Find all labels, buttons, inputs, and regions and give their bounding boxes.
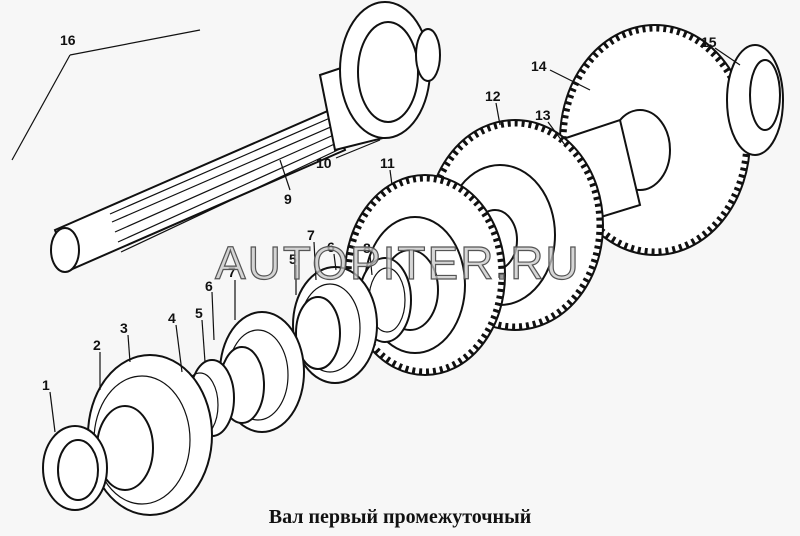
callout-14: 14 xyxy=(531,58,547,74)
bearing-10 xyxy=(339,1,441,139)
callout-2: 2 xyxy=(93,337,101,353)
callout-15: 15 xyxy=(701,34,717,50)
callout-7: 7 xyxy=(228,264,236,280)
callout-labels: 1 2 3 4 5 6 7 7 5 6 8 9 10 11 12 13 14 1… xyxy=(42,32,717,393)
bearing-5-6-7-lower xyxy=(181,311,305,438)
callout-5: 5 xyxy=(195,305,203,321)
callout-7-upper: 7 xyxy=(307,227,315,243)
callout-16: 16 xyxy=(60,32,76,48)
callout-6: 6 xyxy=(205,278,213,294)
callout-4: 4 xyxy=(168,310,176,326)
callout-9: 9 xyxy=(284,191,292,207)
bearing-5-6-7-upper xyxy=(292,266,378,384)
sleeve-15 xyxy=(726,44,784,156)
callout-3: 3 xyxy=(120,320,128,336)
callout-13: 13 xyxy=(535,107,551,123)
nut-1 xyxy=(42,425,108,511)
leader-lines xyxy=(11,29,741,433)
callout-10: 10 xyxy=(316,155,332,171)
callout-6-upper: 6 xyxy=(327,239,335,255)
callout-8: 8 xyxy=(363,240,371,256)
callout-1: 1 xyxy=(42,377,50,393)
callout-12: 12 xyxy=(485,88,501,104)
watermark: AUTOPITER.RU xyxy=(214,236,581,289)
callout-5-upper: 5 xyxy=(289,251,297,267)
diagram-caption: Вал первый промежуточный xyxy=(268,506,532,528)
bearing-2-3 xyxy=(87,354,213,516)
callout-11: 11 xyxy=(380,155,395,171)
